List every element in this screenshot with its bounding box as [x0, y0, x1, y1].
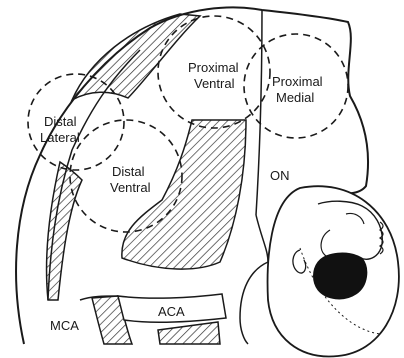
hatched-frontal-band: [72, 14, 200, 100]
label-distal-lateral-1: Distal: [44, 114, 77, 129]
label-mca: MCA: [50, 318, 79, 333]
label-proximal-medial-1: Proximal: [272, 74, 323, 89]
label-distal-ventral-1: Distal: [112, 164, 145, 179]
label-proximal-medial-2: Medial: [276, 90, 314, 105]
label-distal-ventral-2: Ventral: [110, 180, 151, 195]
label-on: ON: [270, 168, 290, 183]
label-distal-lateral-2: Lateral: [40, 130, 80, 145]
hatched-lower-region-2: [158, 322, 220, 344]
label-aca: ACA: [158, 304, 185, 319]
label-proximal-ventral-1: Proximal: [188, 60, 239, 75]
right-contour: [240, 215, 268, 344]
hatched-temporal-region: [47, 162, 83, 300]
label-proximal-ventral-2: Ventral: [194, 76, 235, 91]
craniotomy-black-area: [314, 253, 367, 299]
